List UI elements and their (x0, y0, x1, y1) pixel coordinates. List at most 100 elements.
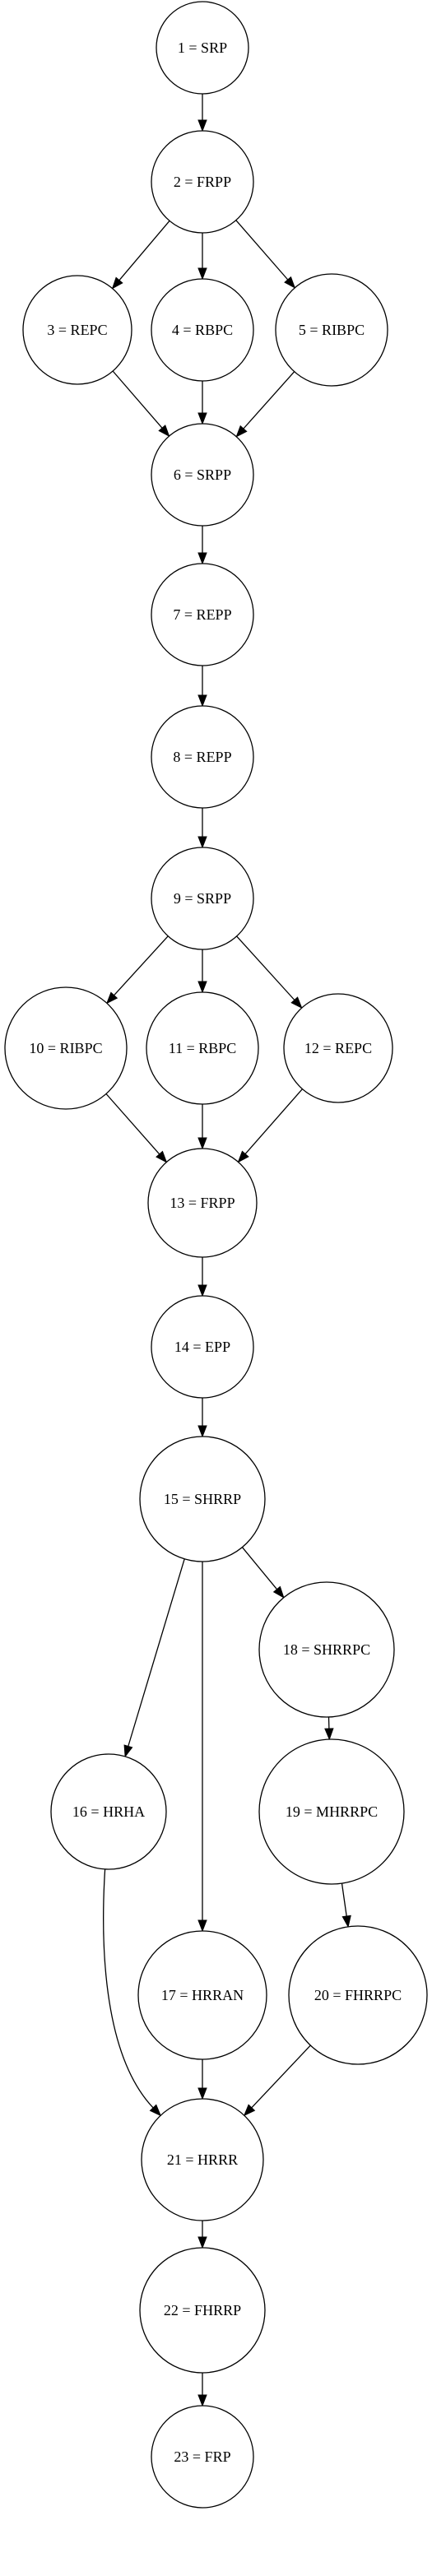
node-label: 5 = RIBPC (299, 322, 365, 338)
node-10: 10 = RIBPC (4, 986, 128, 1110)
arrowhead-icon (197, 981, 207, 994)
node-label: 13 = FRPP (170, 1195, 235, 1211)
node-label: 8 = REPP (173, 749, 231, 765)
edge-5-6 (243, 371, 295, 429)
node-label: 2 = FRPP (174, 174, 231, 190)
node-16: 16 = HRHA (50, 1753, 167, 1870)
node-circle (139, 2247, 266, 2374)
node-circle (50, 1753, 167, 1870)
arrowhead-icon (105, 991, 118, 1005)
node-label: 4 = RBPC (172, 322, 233, 338)
node-11: 11 = RBPC (146, 991, 259, 1105)
arrowhead-icon (243, 2104, 256, 2117)
arrowhead-icon (158, 425, 170, 438)
node-label: 10 = RIBPC (29, 1040, 102, 1056)
arrowhead-icon (290, 996, 303, 1010)
node-5: 5 = RIBPC (275, 273, 388, 387)
arrowhead-icon (197, 694, 207, 708)
edge-3-6 (112, 370, 163, 429)
node-8: 8 = REPP (151, 705, 254, 809)
edge-19-20 (341, 1883, 347, 1917)
arrowhead-icon (149, 2104, 162, 2117)
arrowhead-icon (197, 412, 207, 425)
edge-20-21 (251, 2045, 311, 2109)
node-circle (151, 705, 254, 809)
arrowhead-icon (197, 1425, 207, 1438)
edge-15-18 (241, 1547, 278, 1590)
node-label: 19 = MHRRPC (286, 1803, 378, 1820)
node-2: 2 = FRPP (151, 130, 254, 234)
node-7: 7 = REPP (151, 563, 254, 666)
node-circle (151, 563, 254, 666)
node-label: 3 = REPC (47, 322, 107, 338)
node-label: 12 = REPC (304, 1040, 372, 1056)
node-circle (146, 991, 259, 1105)
node-label: 16 = HRHA (72, 1803, 145, 1820)
node-3: 3 = REPC (22, 275, 132, 385)
node-1: 1 = SRP (156, 1, 249, 95)
node-label: 17 = HRRAN (161, 1987, 244, 2003)
edge-2-5 (235, 220, 289, 281)
node-20: 20 = FHRRPC (288, 1925, 428, 2065)
arrowhead-icon (272, 1585, 285, 1599)
edge-16-21 (103, 1868, 154, 2109)
node-label: 23 = FRP (174, 2448, 230, 2465)
node-22: 22 = FHRRP (139, 2247, 266, 2374)
node-label: 18 = SHRRPC (283, 1641, 370, 1658)
node-circle (22, 275, 132, 385)
edge-9-10 (114, 935, 169, 996)
arrowhead-icon (197, 1137, 207, 1150)
node-circle (4, 986, 128, 1110)
arrowhead-icon (197, 1284, 207, 1297)
nodes-layer: 1 = SRP 2 = FRPP 3 = REPC 4 = RBPC 5 = RIBPC… (4, 1, 428, 2509)
node-circle (156, 1, 249, 95)
node-circle (283, 993, 393, 1103)
node-label: 22 = FHRRP (164, 2302, 241, 2318)
node-15: 15 = SHRRP (139, 1436, 266, 1562)
node-23: 23 = FRP (151, 2405, 254, 2509)
node-label: 20 = FHRRPC (314, 1987, 402, 2003)
arrowhead-icon (111, 276, 123, 290)
node-circle (258, 1738, 405, 1885)
node-circle (288, 1925, 428, 2065)
node-label: 14 = EPP (174, 1339, 230, 1355)
node-circle (141, 2098, 264, 2221)
arrowhead-icon (197, 552, 207, 565)
node-circle (151, 1295, 254, 1399)
edge-15-16 (128, 1558, 185, 1747)
arrowhead-icon (237, 1150, 249, 1163)
node-17: 17 = HRRAN (137, 1930, 267, 2060)
node-circle (147, 1148, 258, 1258)
arrowhead-icon (197, 1919, 207, 1933)
node-label: 15 = SHRRP (164, 1491, 241, 1507)
arrowhead-icon (197, 119, 207, 132)
node-circle (275, 273, 388, 387)
node-14: 14 = EPP (151, 1295, 254, 1399)
node-label: 7 = REPP (173, 606, 231, 623)
node-label: 6 = SRPP (174, 466, 231, 483)
arrowhead-icon (197, 267, 207, 281)
arrowhead-icon (197, 2236, 207, 2249)
node-circle (151, 2405, 254, 2509)
node-circle (139, 1436, 266, 1562)
arrowhead-icon (284, 276, 296, 289)
node-label: 9 = SRPP (174, 890, 231, 907)
edges-layer (103, 94, 351, 2407)
node-4: 4 = RBPC (151, 278, 254, 382)
arrowhead-icon (197, 836, 207, 849)
node-circle (258, 1581, 395, 1718)
node-18: 18 = SHRRPC (258, 1581, 395, 1718)
edge-12-13 (244, 1088, 303, 1155)
edge-9-12 (236, 935, 295, 1000)
node-label: 21 = HRRR (167, 2151, 238, 2168)
node-circle (151, 423, 254, 527)
node-6: 6 = SRPP (151, 423, 254, 527)
node-label: 11 = RBPC (169, 1040, 237, 1056)
arrowhead-icon (324, 1728, 334, 1741)
arrowhead-icon (197, 2087, 207, 2100)
node-12: 12 = REPC (283, 993, 393, 1103)
node-9: 9 = SRPP (151, 847, 254, 950)
node-13: 13 = FRPP (147, 1148, 258, 1258)
node-circle (151, 847, 254, 950)
